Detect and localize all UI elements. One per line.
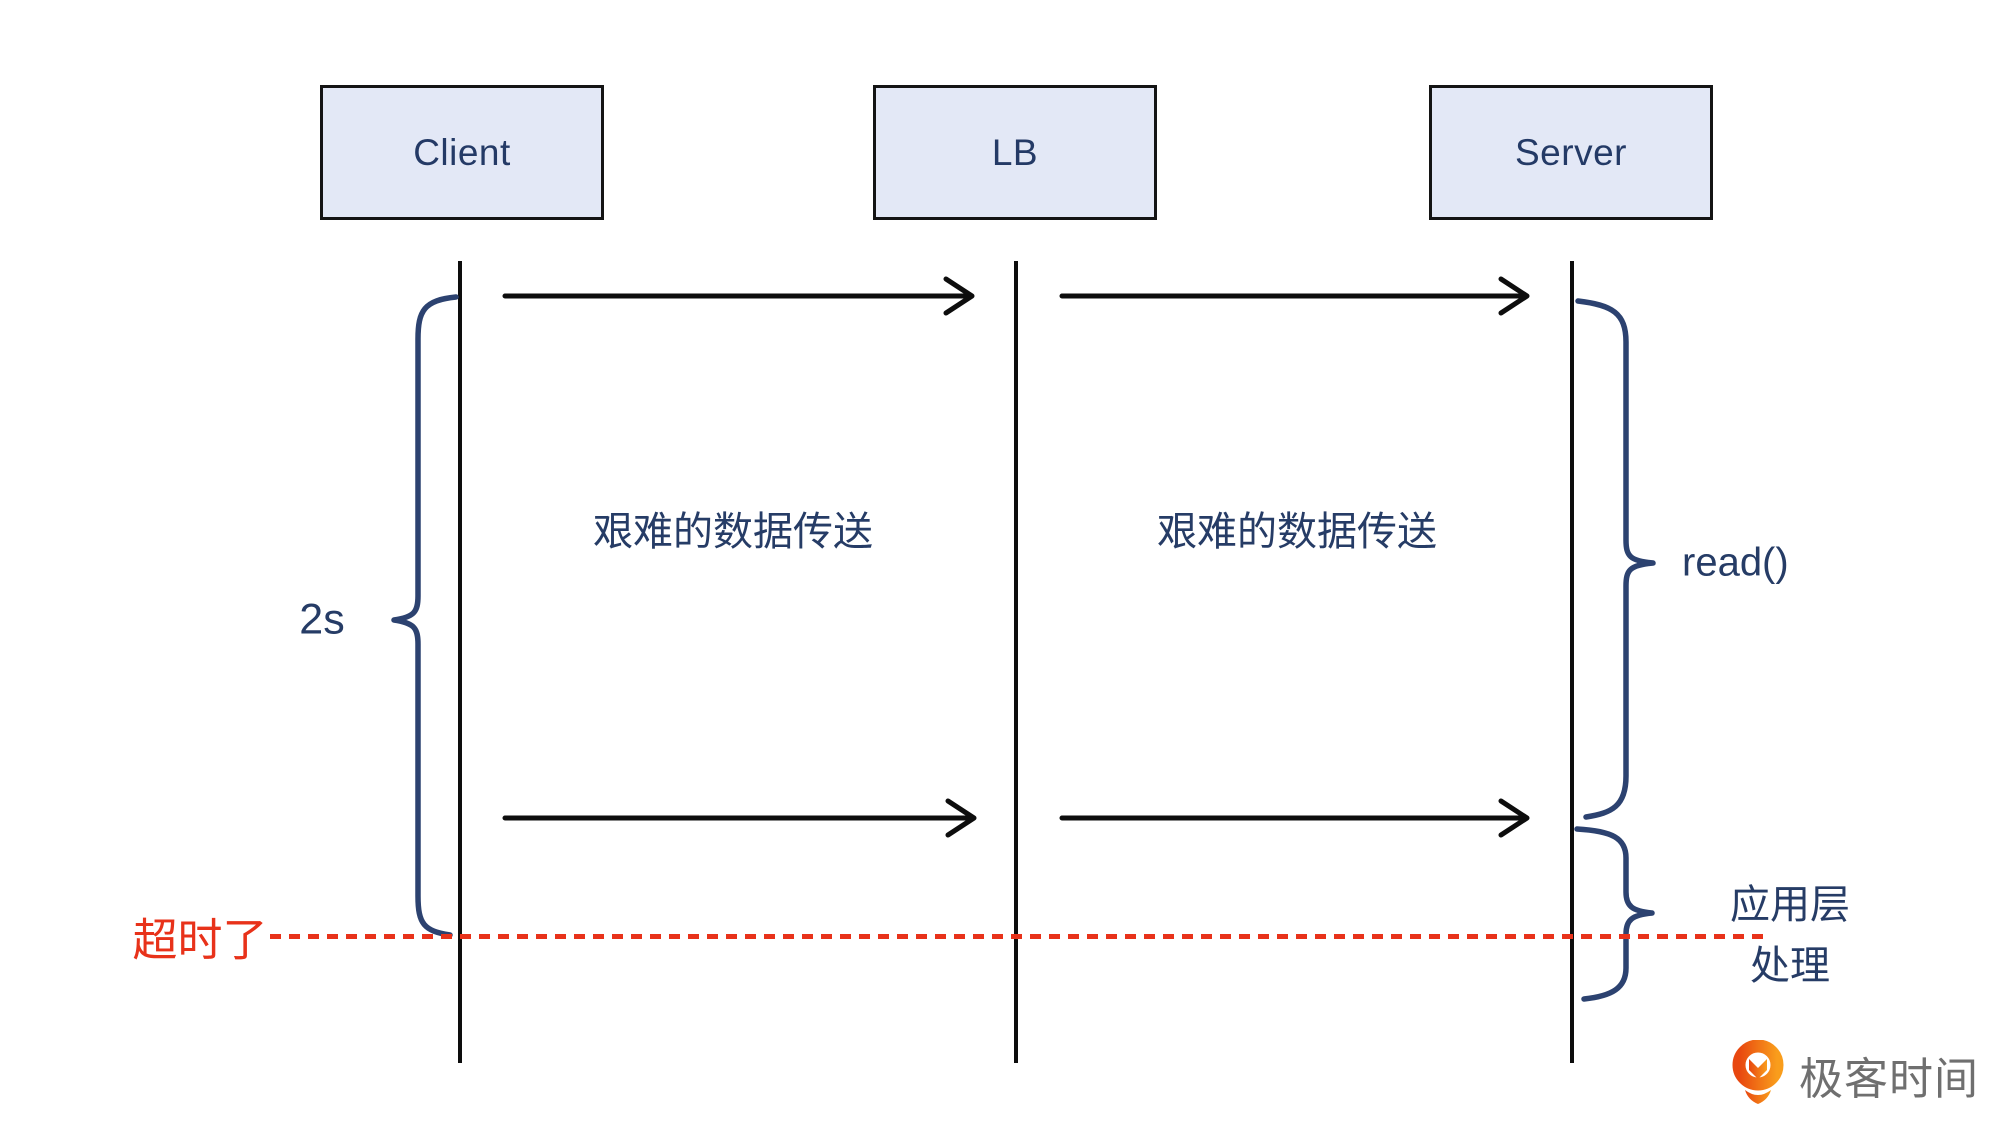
message-arrow-lb-server-1 [1059,276,1530,316]
lifeline-server [1570,261,1574,1063]
lifeline-client [458,261,462,1063]
duration-brace [391,294,459,938]
actor-box-lb: LB [873,85,1157,220]
lifeline-lb [1014,261,1018,1063]
timeout-label: 超时了 [132,914,268,966]
message-arrow-client-lb-1 [502,276,975,316]
read-brace [1575,298,1656,820]
app-processing-label: 应用层 处理 [1730,875,1850,997]
app-processing-label-line2: 处理 [1750,944,1830,988]
brand-logo-text: 极客时间 [1799,1055,1979,1104]
actor-label-server: Server [1515,131,1627,173]
actor-label-client: Client [413,131,511,173]
brand-logo: 极客时间 [1732,1040,1979,1107]
app-processing-brace [1574,826,1655,1002]
transfer-label-lb-server: 艰难的数据传送 [1157,510,1437,554]
app-processing-label-line1: 应用层 [1730,883,1850,927]
actor-label-lb: LB [991,131,1039,173]
duration-label: 2s [299,595,345,644]
message-arrow-client-lb-2 [502,798,977,838]
read-label: read() [1682,540,1789,585]
timeout-line [270,934,1763,939]
geektime-logo-icon [1732,1040,1784,1104]
actor-box-server: Server [1429,85,1713,220]
message-arrow-lb-server-2 [1059,798,1530,838]
actor-box-client: Client [320,85,604,220]
transfer-label-client-lb: 艰难的数据传送 [593,510,873,554]
